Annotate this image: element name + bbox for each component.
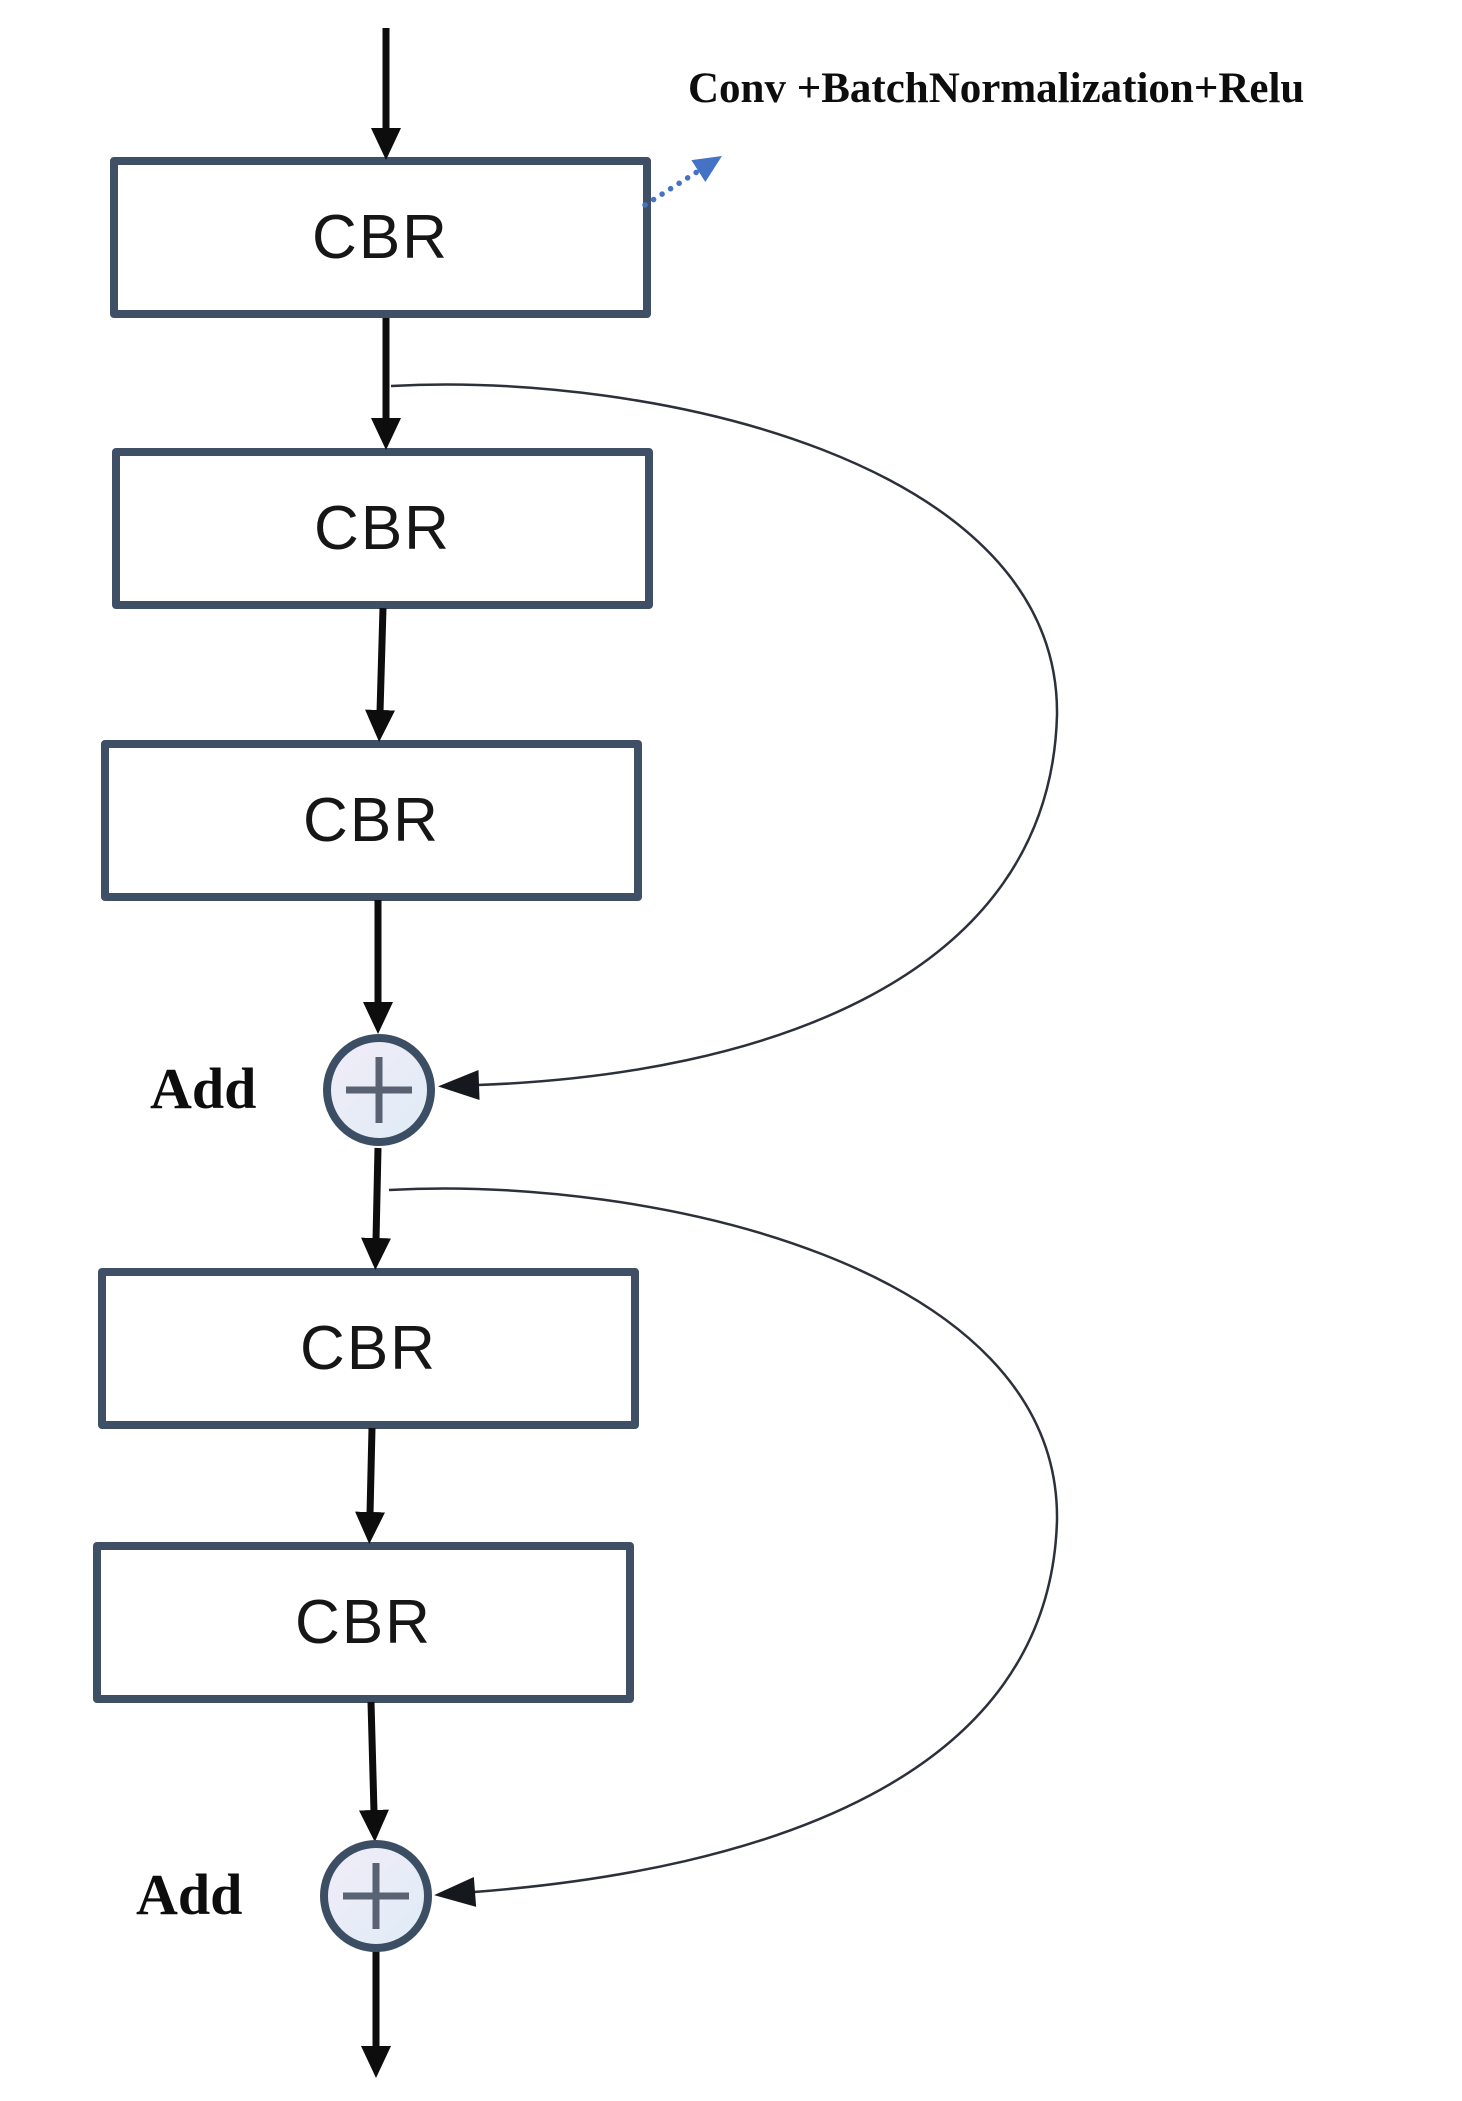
cbr-block-1-label: CBR xyxy=(312,203,449,272)
add-node-2-circle xyxy=(320,1840,432,1952)
legend-arrow xyxy=(642,156,722,208)
legend-arrow-dotted-line xyxy=(642,156,722,208)
plus-icon xyxy=(346,1057,412,1123)
legend-annotation: Conv +BatchNormalization+Relu xyxy=(688,65,1305,112)
plus-icon xyxy=(343,1863,409,1929)
flow-arrow-cbr4-cbr5 xyxy=(355,1427,386,1544)
cbr-block-2: CBR xyxy=(112,448,653,609)
add-node-2 xyxy=(320,1840,432,1952)
add-node-1 xyxy=(323,1034,435,1146)
flow-arrow-add1-cbr4 xyxy=(361,1147,392,1270)
flow-arrow-cbr2-cbr3 xyxy=(365,607,396,742)
add-node-1-label: Add xyxy=(150,1056,257,1121)
cbr-block-3: CBR xyxy=(101,740,642,901)
cbr-block-4: CBR xyxy=(98,1268,639,1429)
add-node-2-label: Add xyxy=(136,1862,243,1927)
flow-arrows xyxy=(355,28,401,2078)
cbr-block-5: CBR xyxy=(93,1542,634,1703)
cbr-block-3-label: CBR xyxy=(303,786,440,855)
cbr-block-4-label: CBR xyxy=(300,1314,437,1383)
cbr-block-2-label: CBR xyxy=(314,494,451,563)
cbr-block-5-label: CBR xyxy=(295,1588,432,1657)
add-node-1-circle xyxy=(323,1034,435,1146)
cbr-block-1: CBR xyxy=(110,157,651,318)
flow-arrow-cbr5-add2 xyxy=(358,1701,389,1842)
